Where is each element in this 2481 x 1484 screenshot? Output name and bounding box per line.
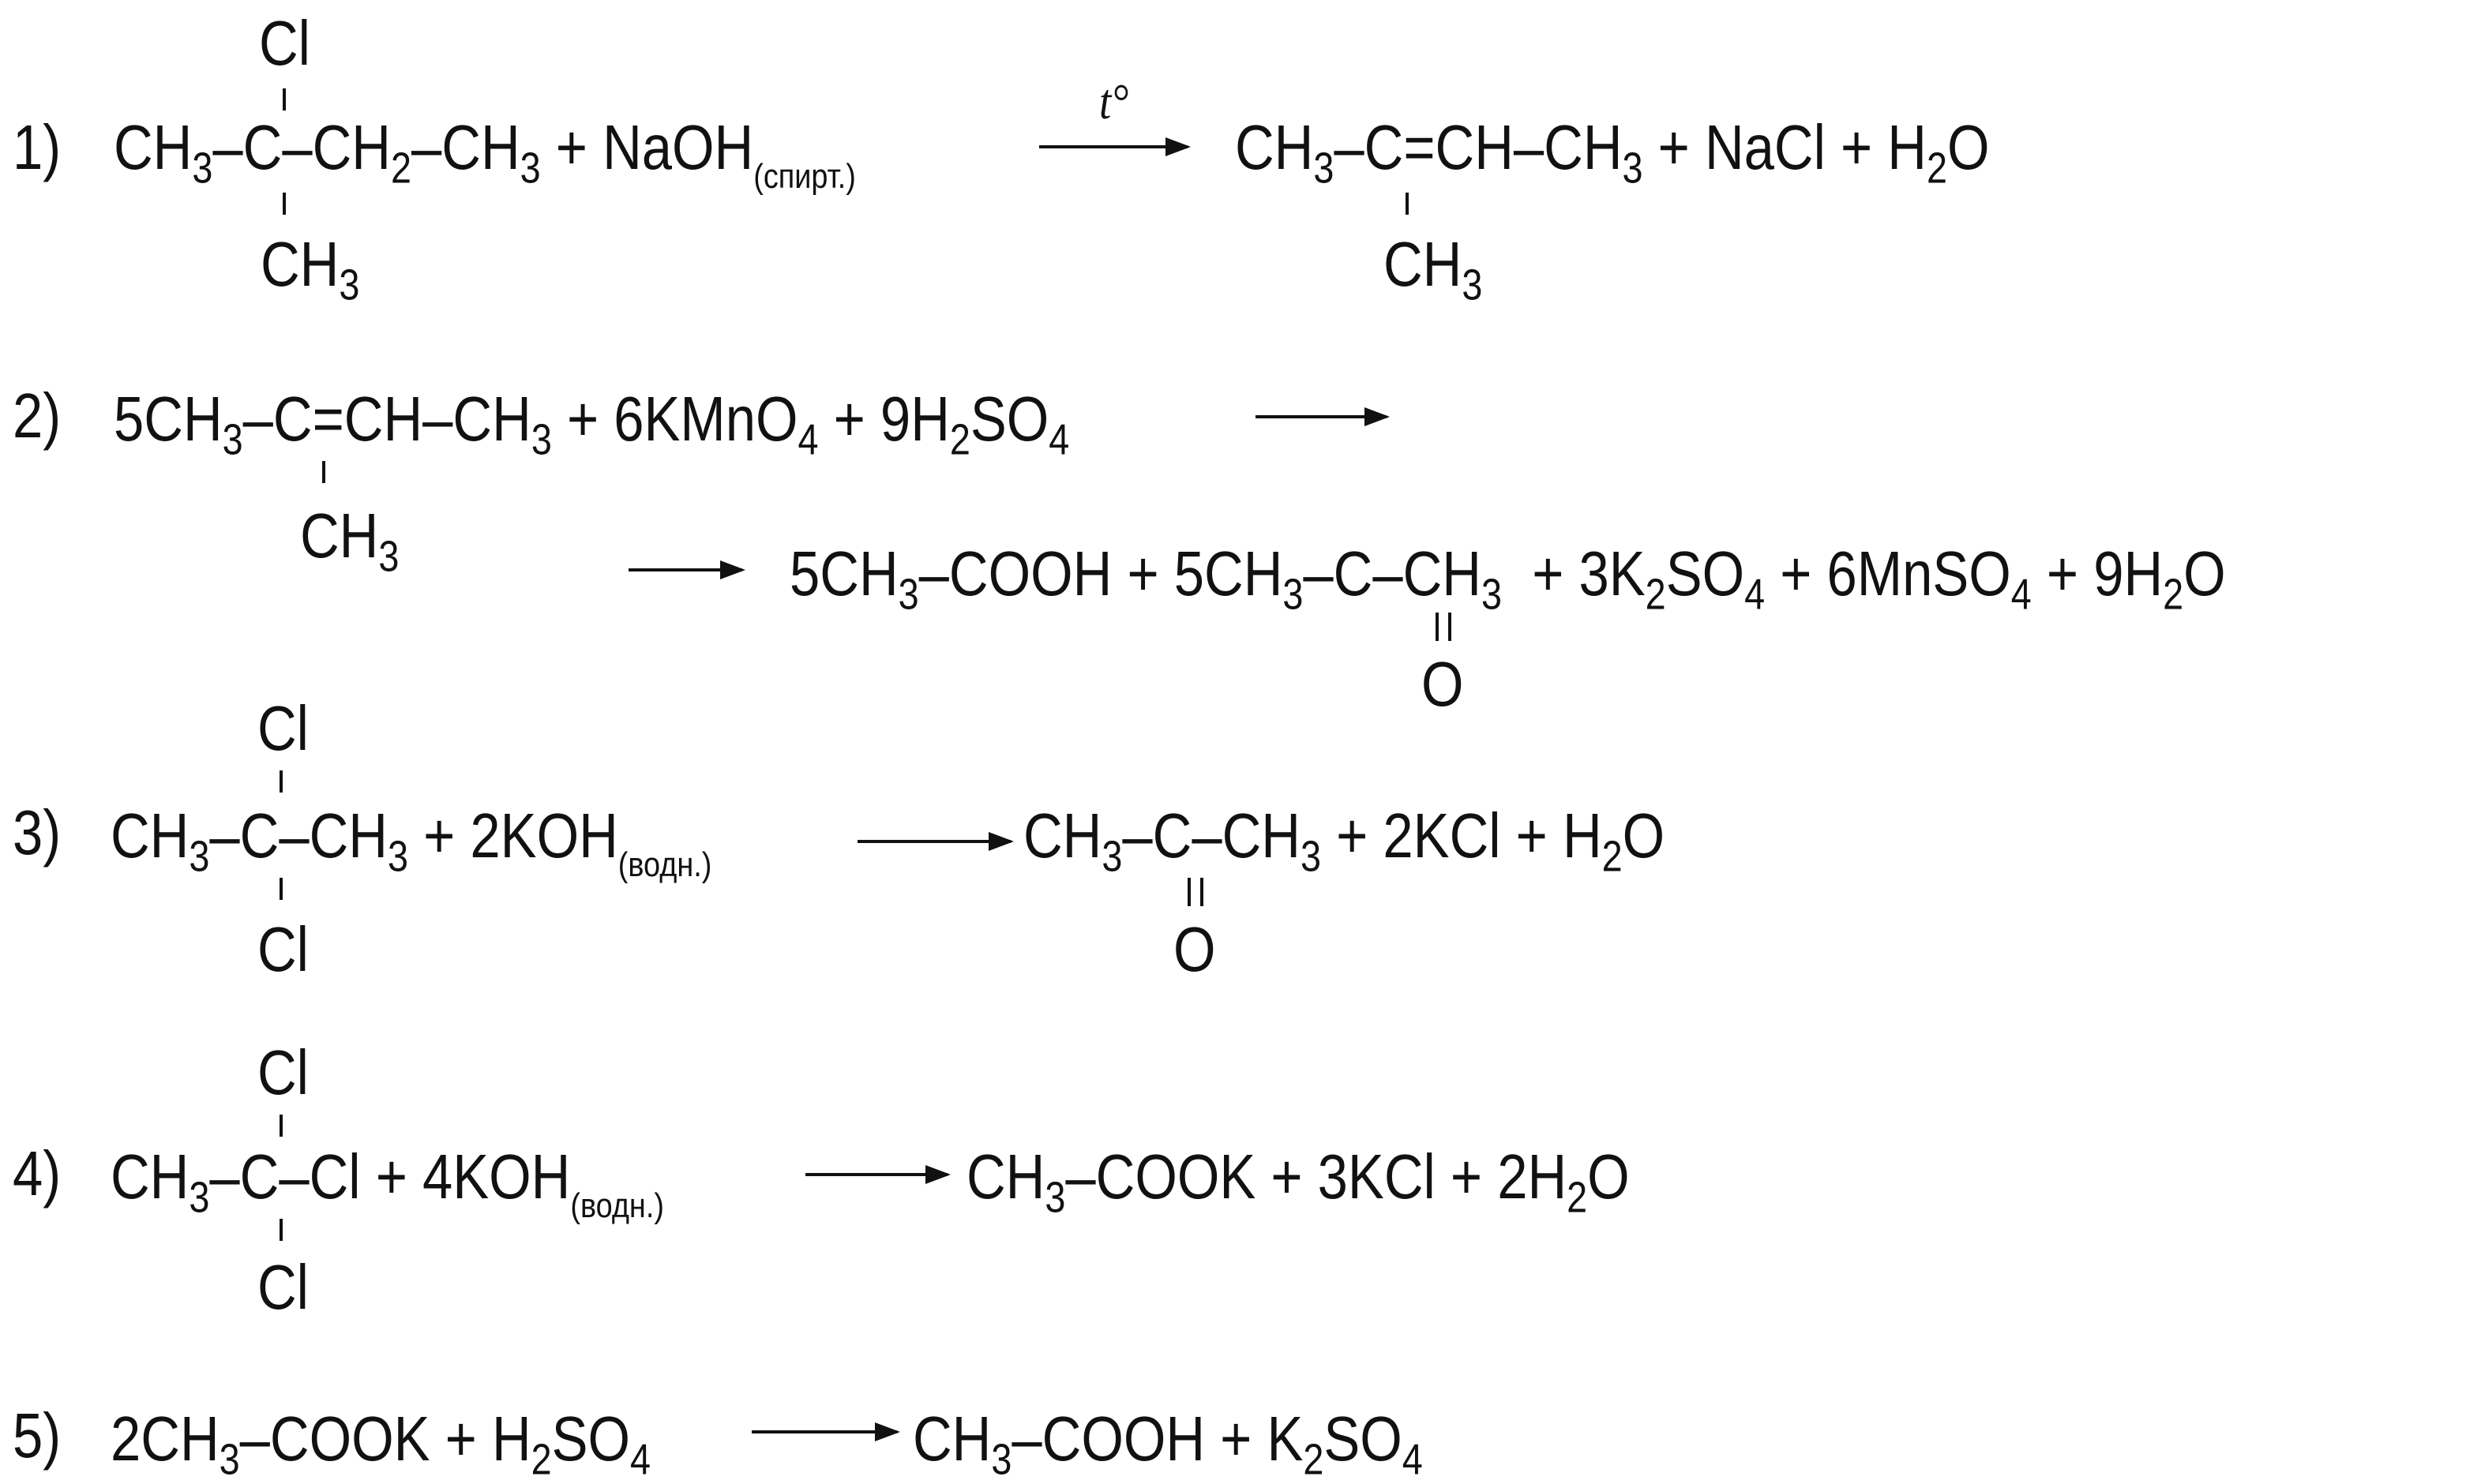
reaction-2-reactants: 5CH3–C=CH–CH3 + 6KMnO4 + 9H2SO4: [114, 385, 1070, 464]
reaction-5-reactants: 2CH3–COOK + H2SO4: [111, 1405, 651, 1484]
reaction-1-bottom-group: CH3: [261, 230, 360, 309]
reaction-5-number: 5): [13, 1402, 62, 1471]
reaction-4-bottom-group: Cl: [257, 1254, 309, 1323]
reaction-2-number: 2): [13, 382, 62, 452]
reaction-2-product-bottom-group: O: [1421, 650, 1464, 720]
reaction-4-top-group: Cl: [257, 1039, 309, 1108]
reaction-arrow: [858, 832, 1014, 851]
bond: [280, 878, 283, 900]
reaction-1-reactants: CH3–C–CH2–CH3 + NaOH(спирт.): [114, 114, 856, 197]
reaction-1-number: 1): [13, 114, 62, 183]
reaction-arrow: [1256, 407, 1390, 426]
reaction-1-product-bottom-group: CH3: [1383, 230, 1483, 309]
reaction-3-product-bottom-group: O: [1173, 916, 1216, 985]
reaction-1-products: CH3–C=CH–CH3 + NaCl + H2O: [1235, 114, 1990, 193]
reaction-3-bottom-group: Cl: [257, 916, 309, 985]
bond: [283, 193, 286, 215]
bond: [1406, 193, 1409, 215]
reaction-4-reactants: CH3–C–Cl + 4KOH(водн.): [111, 1143, 664, 1226]
bond: [322, 461, 325, 483]
reaction-arrow: [752, 1422, 900, 1441]
bond: [280, 770, 283, 793]
reaction-3-top-group: Cl: [257, 695, 309, 764]
reaction-3-number: 3): [13, 799, 62, 868]
double-bond: [1188, 878, 1191, 906]
reaction-arrow: [1039, 137, 1191, 156]
reaction-arrow: [805, 1165, 951, 1184]
reaction-4-products: CH3–COOK + 3KCl + 2H2O: [967, 1143, 1630, 1222]
reaction-1-top-group: Cl: [259, 9, 310, 79]
reaction-1-condition: t°: [1099, 73, 1129, 129]
reaction-3-reactants: CH3–C–CH3 + 2KOH(водн.): [111, 802, 712, 885]
double-bond: [1448, 613, 1451, 641]
reaction-2-products: 5CH3–COOH + 5CH3–C–CH3 + 3K2SO4 + 6MnSO4…: [790, 540, 2226, 619]
double-bond: [1200, 878, 1203, 906]
reaction-3-products: CH3–C–CH3 + 2KCl + H2O: [1023, 802, 1665, 881]
double-bond: [1436, 613, 1439, 641]
bond: [280, 1219, 283, 1241]
bond: [280, 1115, 283, 1137]
reaction-4-number: 4): [13, 1140, 62, 1209]
reaction-2-bottom-group: CH3: [300, 502, 400, 581]
reaction-5-products: CH3–COOH + K2SO4: [913, 1405, 1423, 1484]
reaction-arrow: [629, 560, 745, 579]
bond: [283, 88, 286, 111]
